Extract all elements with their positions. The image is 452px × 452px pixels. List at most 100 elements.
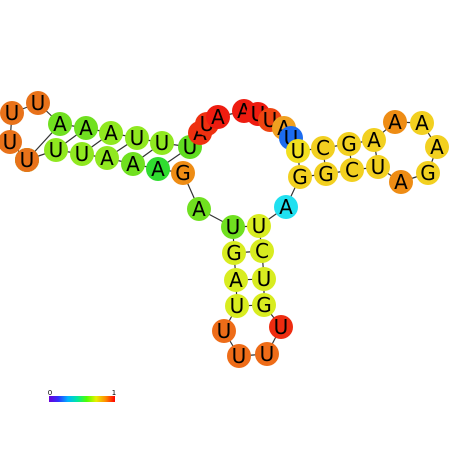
color-scale-legend: 0 1 [48,389,116,402]
nucleotide-34: C [250,239,274,263]
nucleotide-letter: G [420,161,436,185]
color-scale-bar [49,396,115,402]
nucleotide-3: U [0,101,24,125]
nucleotide-letter: U [257,267,272,291]
nucleotide-circle [362,128,386,152]
nucleotide-letter: A [229,268,243,292]
nucleotide-4: U [26,91,50,115]
nucleotide-letter: U [75,142,90,166]
nucleotide-40: U [212,319,236,343]
nucleotide-circle [288,165,312,189]
nucleotide-circle [125,126,149,150]
nucleotide-letter: A [192,197,206,221]
nucleotide-nodes: UUUUAAAUUUAUAAUUAUUCGAAAAGAUCGGAUCUGUUUU… [0,91,449,368]
nucleotide-circle [222,241,246,265]
nucleotide-circle [389,170,413,194]
nucleotide-43: G [222,241,246,265]
nucleotide-circle [247,214,271,238]
nucleotide-circle [311,136,335,160]
nucleotide-circle [70,142,94,166]
nucleotide-letter: G [226,241,242,265]
nucleotide-circle [0,130,22,154]
nucleotide-50: U [70,142,94,166]
nucleotide-letter: U [20,148,35,172]
nucleotide-36: G [252,293,276,317]
nucleotide-20: C [311,136,335,160]
nucleotide-circle [95,146,119,170]
nucleotide-circle [221,215,245,239]
nucleotide-23: A [383,110,407,134]
nucleotide-circle [252,267,276,291]
nucleotide-circle [286,139,310,163]
nucleotide-circle [250,239,274,263]
nucleotide-letter: G [175,161,191,185]
nucleotide-46: G [171,161,195,185]
nucleotide-30: G [314,162,338,186]
nucleotide-circle [44,138,68,162]
color-scale-min-label: 0 [48,389,52,397]
nucleotide-circle [227,344,251,368]
color-scale-max-label: 1 [112,389,116,397]
nucleotide-51: U [44,138,68,162]
nucleotide-circle [206,105,230,129]
nucleotide-letter: A [211,105,225,129]
nucleotide-45: A [187,197,211,221]
nucleotide-44: U [221,215,245,239]
nucleotide-letter: C [316,136,330,160]
nucleotide-circle [146,157,170,181]
nucleotide-letter: G [341,132,357,156]
nucleotide-circle [0,101,24,125]
nucleotide-circle [212,319,236,343]
nucleotide-letter: A [151,157,165,181]
nucleotide-21: G [337,132,361,156]
nucleotide-circle [15,148,39,172]
nucleotide-37: U [269,315,293,339]
nucleotide-circle [416,161,440,185]
nucleotide-22: A [362,128,386,152]
nucleotide-letter: U [31,91,46,115]
nucleotide-circle [337,132,361,156]
nucleotide-35: U [252,267,276,291]
nucleotide-24: A [410,111,434,135]
nucleotide-circle [410,111,434,135]
nucleotide-letter: A [394,170,408,194]
nucleotide-27: A [389,170,413,194]
nucleotide-letter: U [3,130,18,154]
nucleotide-letter: G [256,293,272,317]
nucleotide-letter: C [345,158,359,182]
nucleotide-letter: A [367,128,381,152]
nucleotide-circle [187,197,211,221]
nucleotide-39: U [227,344,251,368]
nucleotide-letter: U [226,215,241,239]
nucleotide-letter: A [104,121,118,145]
nucleotide-circle [340,158,364,182]
nucleotide-circle [150,131,174,155]
nucleotide-25: A [425,135,449,159]
nucleotide-letter: A [100,146,114,170]
nucleotide-13: A [206,105,230,129]
nucleotide-41: U [225,294,249,318]
nucleotide-letter: U [232,344,247,368]
nucleotide-42: A [224,268,248,292]
nucleotide-31: G [288,165,312,189]
nucleotide-8: U [125,126,149,150]
nucleotide-circle [121,152,145,176]
nucleotide-letter: C [255,239,269,263]
nucleotide-letter: U [5,101,20,125]
nucleotide-circle [171,161,195,185]
nucleotide-circle [48,112,72,136]
nucleotide-5: A [48,112,72,136]
nucleotide-letter: U [155,131,170,155]
nucleotide-letter: A [415,111,429,135]
nucleotide-letter: U [217,319,232,343]
nucleotide-19: U [286,139,310,163]
nucleotide-circle [99,121,123,145]
nucleotide-circle [225,294,249,318]
nucleotide-47: A [146,157,170,181]
nucleotide-7: A [99,121,123,145]
nucleotide-letter: A [430,135,444,159]
nucleotide-letter: A [126,152,140,176]
nucleotide-33: U [247,214,271,238]
nucleotide-circle [314,162,338,186]
